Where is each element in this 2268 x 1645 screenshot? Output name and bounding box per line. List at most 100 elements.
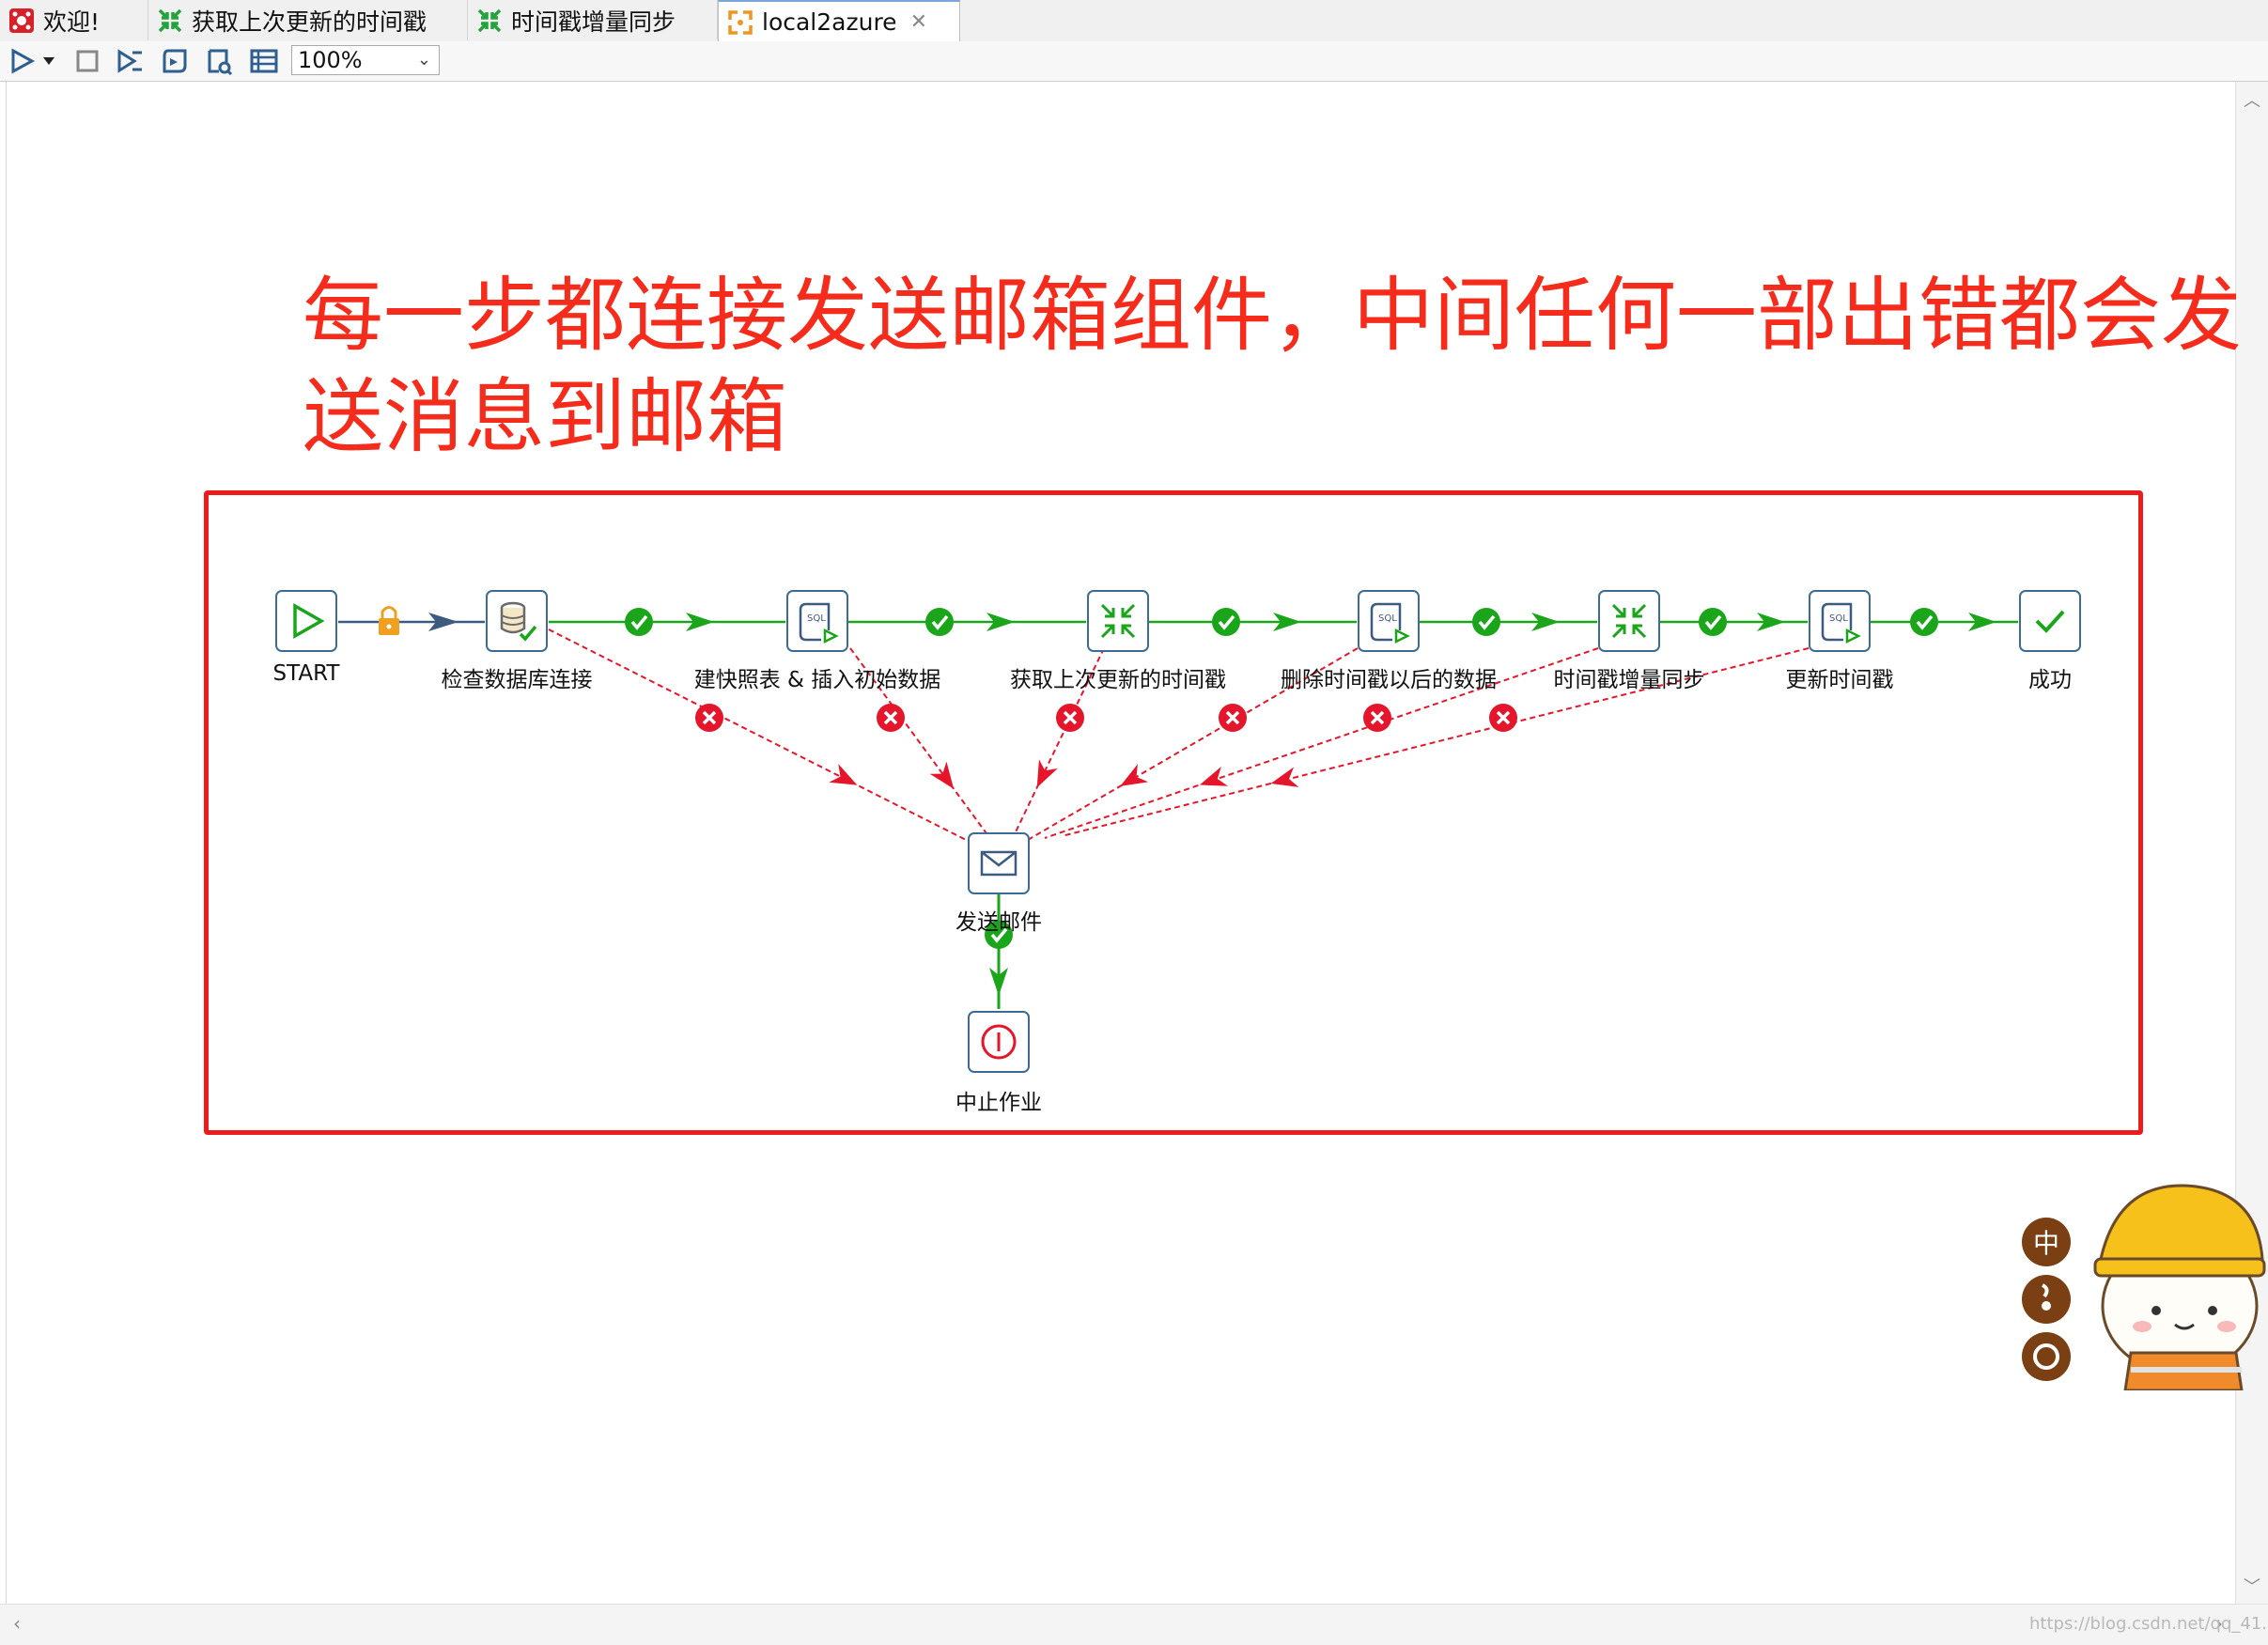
- node-label-success: 成功: [2028, 668, 2072, 692]
- hop-success-1[interactable]: [848, 608, 1086, 636]
- tab-local2azure[interactable]: local2azure ✕: [718, 0, 960, 42]
- stop-icon: [76, 50, 99, 72]
- scroll-up-icon[interactable]: ︿: [2244, 91, 2260, 111]
- success-check-icon: [985, 921, 1013, 949]
- svg-text:中: 中: [2033, 1228, 2059, 1259]
- success-check-icon: [2035, 610, 2065, 633]
- mail-icon: [980, 850, 1017, 877]
- transformation-icon: [475, 7, 504, 35]
- node-label-timestamp-sync: 时间戳增量同步: [1553, 668, 1705, 692]
- mascot-icon: 中: [2022, 1184, 2266, 1392]
- node-label-abort-job: 中止作业: [955, 1091, 1042, 1115]
- node-label-send-mail: 发送邮件: [955, 910, 1042, 935]
- hop-success-2[interactable]: [1149, 608, 1357, 636]
- sql-icon: [208, 49, 233, 75]
- hop-error-5[interactable]: [1061, 647, 1810, 837]
- hop-error-1[interactable]: [849, 647, 995, 845]
- vertical-scrollbar[interactable]: ︿ ﹀: [2235, 82, 2268, 1604]
- hop-error-4[interactable]: [1044, 647, 1599, 839]
- hop-mail-abort[interactable]: [985, 894, 1013, 1009]
- run-icon: [11, 48, 36, 74]
- node-label-check-db: 检查数据库连接: [441, 668, 593, 692]
- job-canvas[interactable]: [6, 82, 2237, 1604]
- success-check-icon: [625, 608, 653, 636]
- horizontal-scrollbar[interactable]: ‹ ›: [0, 1604, 2268, 1645]
- run-options-dropdown[interactable]: [39, 46, 58, 76]
- get-timestamp-node[interactable]: [1087, 590, 1149, 652]
- tab-welcome[interactable]: 欢迎!: [0, 0, 148, 40]
- tab-get-timestamp[interactable]: 获取上次更新的时间戳: [148, 0, 468, 40]
- job-icon: [726, 8, 754, 37]
- chevron-down-icon: [43, 57, 54, 65]
- stop-button[interactable]: [71, 46, 103, 76]
- timestamp-sync-node[interactable]: [1598, 590, 1660, 652]
- sql-button[interactable]: [203, 46, 235, 76]
- tab-label: 时间戳增量同步: [511, 8, 676, 36]
- scroll-right-icon[interactable]: ›: [2215, 1612, 2223, 1635]
- annotation-line-1: 每一步都连接发送邮箱组件，中间任何一部出错都会发: [303, 269, 2242, 363]
- transformation-icon: [1100, 603, 1136, 639]
- sql-script-icon: SQL: [1821, 602, 1861, 644]
- node-label-update-timestamp: 更新时间戳: [1785, 668, 1894, 692]
- hop-start-checkdb[interactable]: [338, 613, 485, 631]
- hop-success-0[interactable]: [549, 608, 785, 636]
- database-check-icon: [500, 601, 537, 642]
- preview-button[interactable]: [115, 46, 147, 76]
- svg-text:SQL: SQL: [1829, 613, 1848, 624]
- svg-text:SQL: SQL: [807, 613, 826, 624]
- hop-success-5[interactable]: [1871, 608, 2018, 636]
- send-mail-node[interactable]: [968, 832, 1030, 894]
- sql-script-icon: SQL: [799, 602, 839, 644]
- hop-error-3[interactable]: [1027, 647, 1359, 841]
- lock-icon: [379, 606, 399, 635]
- start-node[interactable]: [275, 590, 337, 652]
- debug-button[interactable]: [160, 46, 192, 76]
- transformation-icon: [156, 7, 184, 35]
- annotation-line-2: 送消息到邮箱: [303, 370, 787, 464]
- explore-db-button[interactable]: [248, 46, 280, 76]
- watermark: https://blog.csdn.net/qq_41...: [2029, 1614, 2268, 1634]
- annotation-text: 每一步都连接发送邮箱组件，中间任何一部出错都会发 送消息到邮箱: [303, 265, 2257, 468]
- delete-data-node[interactable]: SQL: [1358, 590, 1420, 652]
- tab-timestamp-sync[interactable]: 时间戳增量同步: [468, 0, 718, 40]
- tab-label: local2azure: [762, 8, 897, 36]
- highlight-frame: [204, 490, 2143, 1135]
- success-check-icon: [1910, 608, 1938, 636]
- success-check-icon: [1212, 608, 1240, 636]
- floating-assistant-widget[interactable]: 中: [2020, 1165, 2268, 1392]
- chevron-down-icon: ⌄: [416, 50, 431, 70]
- editor-tab-bar: 欢迎! 获取上次更新的时间戳 时间戳增量同步 local2azure ✕: [0, 0, 2268, 42]
- preview-icon: [117, 49, 142, 73]
- debug-icon: [163, 49, 187, 73]
- zoom-value: 100%: [298, 47, 363, 73]
- node-label-start: START: [272, 661, 340, 686]
- sql-script-icon: SQL: [1370, 602, 1410, 644]
- success-check-icon: [1699, 608, 1727, 636]
- create-table-node[interactable]: SQL: [786, 590, 848, 652]
- job-toolbar: 100% ⌄: [0, 41, 2268, 82]
- run-button[interactable]: [6, 46, 38, 76]
- close-icon[interactable]: ✕: [909, 10, 927, 34]
- update-timestamp-node[interactable]: SQL: [1809, 590, 1871, 652]
- success-node[interactable]: [2019, 590, 2081, 652]
- node-label-create-table: 建快照表 & 插入初始数据: [693, 668, 941, 692]
- hop-success-3[interactable]: [1420, 608, 1597, 636]
- tab-label: 欢迎!: [43, 8, 101, 36]
- scroll-left-icon[interactable]: ‹: [13, 1612, 21, 1635]
- tab-label: 获取上次更新的时间戳: [192, 8, 427, 36]
- node-label-get-timestamp: 获取上次更新的时间戳: [1010, 668, 1226, 692]
- svg-text:SQL: SQL: [1378, 613, 1397, 624]
- hop-success-4[interactable]: [1660, 608, 1808, 636]
- zoom-select[interactable]: 100% ⌄: [291, 45, 440, 75]
- scroll-down-icon[interactable]: ﹀: [2244, 1577, 2260, 1597]
- check-db-node[interactable]: [486, 590, 548, 652]
- node-label-delete-data: 删除时间戳以后的数据: [1281, 668, 1497, 692]
- hop-error-0[interactable]: [548, 629, 978, 846]
- abort-job-node[interactable]: [968, 1011, 1030, 1073]
- start-icon: [293, 602, 325, 640]
- hop-error-2[interactable]: [1010, 647, 1105, 843]
- abort-icon: [981, 1024, 1017, 1060]
- success-check-icon: [1472, 608, 1500, 636]
- success-check-icon: [925, 608, 954, 636]
